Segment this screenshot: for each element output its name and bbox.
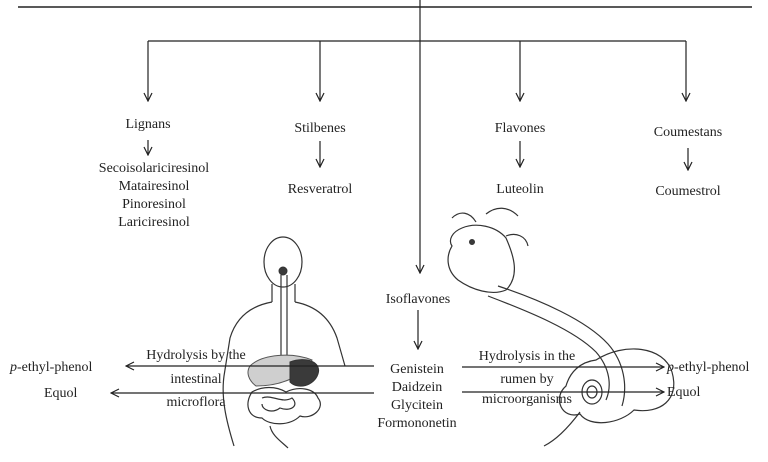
cow-product-2: Equol <box>667 385 701 400</box>
isoflavone-compound-4: Formononetin <box>377 416 456 431</box>
stilbenes-compound: Resveratrol <box>288 182 353 197</box>
coumestans-compound: Coumestrol <box>655 184 720 199</box>
lignan-compound-1: Secoisolariciresinol <box>99 161 210 176</box>
flavones-compound: Luteolin <box>496 182 543 197</box>
isoflavones-label: Isoflavones <box>386 292 451 307</box>
isoflavone-compound-1: Genistein <box>390 362 444 377</box>
isoflavone-compound-2: Daidzein <box>392 380 443 395</box>
human-process-line-2: intestinal <box>170 372 221 387</box>
human-process-line-3: microflora <box>166 395 226 410</box>
lignans-label: Lignans <box>125 117 170 132</box>
lignan-compound-4: Lariciresinol <box>118 215 190 230</box>
cow-process-line-1: Hydrolysis in the <box>479 349 575 364</box>
cow-process-line-2: rumen by <box>500 372 553 387</box>
human-digestive-illustration <box>223 237 345 448</box>
lignan-compound-2: Matairesinol <box>119 179 190 194</box>
cow-rumen-illustration <box>448 208 674 446</box>
coumestans-label: Coumestans <box>654 125 722 140</box>
lignan-compound-3: Pinoresinol <box>122 197 186 212</box>
stilbenes-label: Stilbenes <box>294 121 345 136</box>
cow-product-1: p-ethyl-phenol <box>666 360 750 375</box>
human-process-line-1: Hydrolysis by the <box>146 348 246 363</box>
human-product-1: p-ethyl-phenol <box>9 360 93 375</box>
isoflavone-compound-3: Glycitein <box>391 398 443 413</box>
human-product-2: Equol <box>44 386 78 401</box>
connectors <box>111 0 688 393</box>
cow-process-line-3: microorganisms <box>482 392 572 407</box>
flavones-label: Flavones <box>495 121 546 136</box>
